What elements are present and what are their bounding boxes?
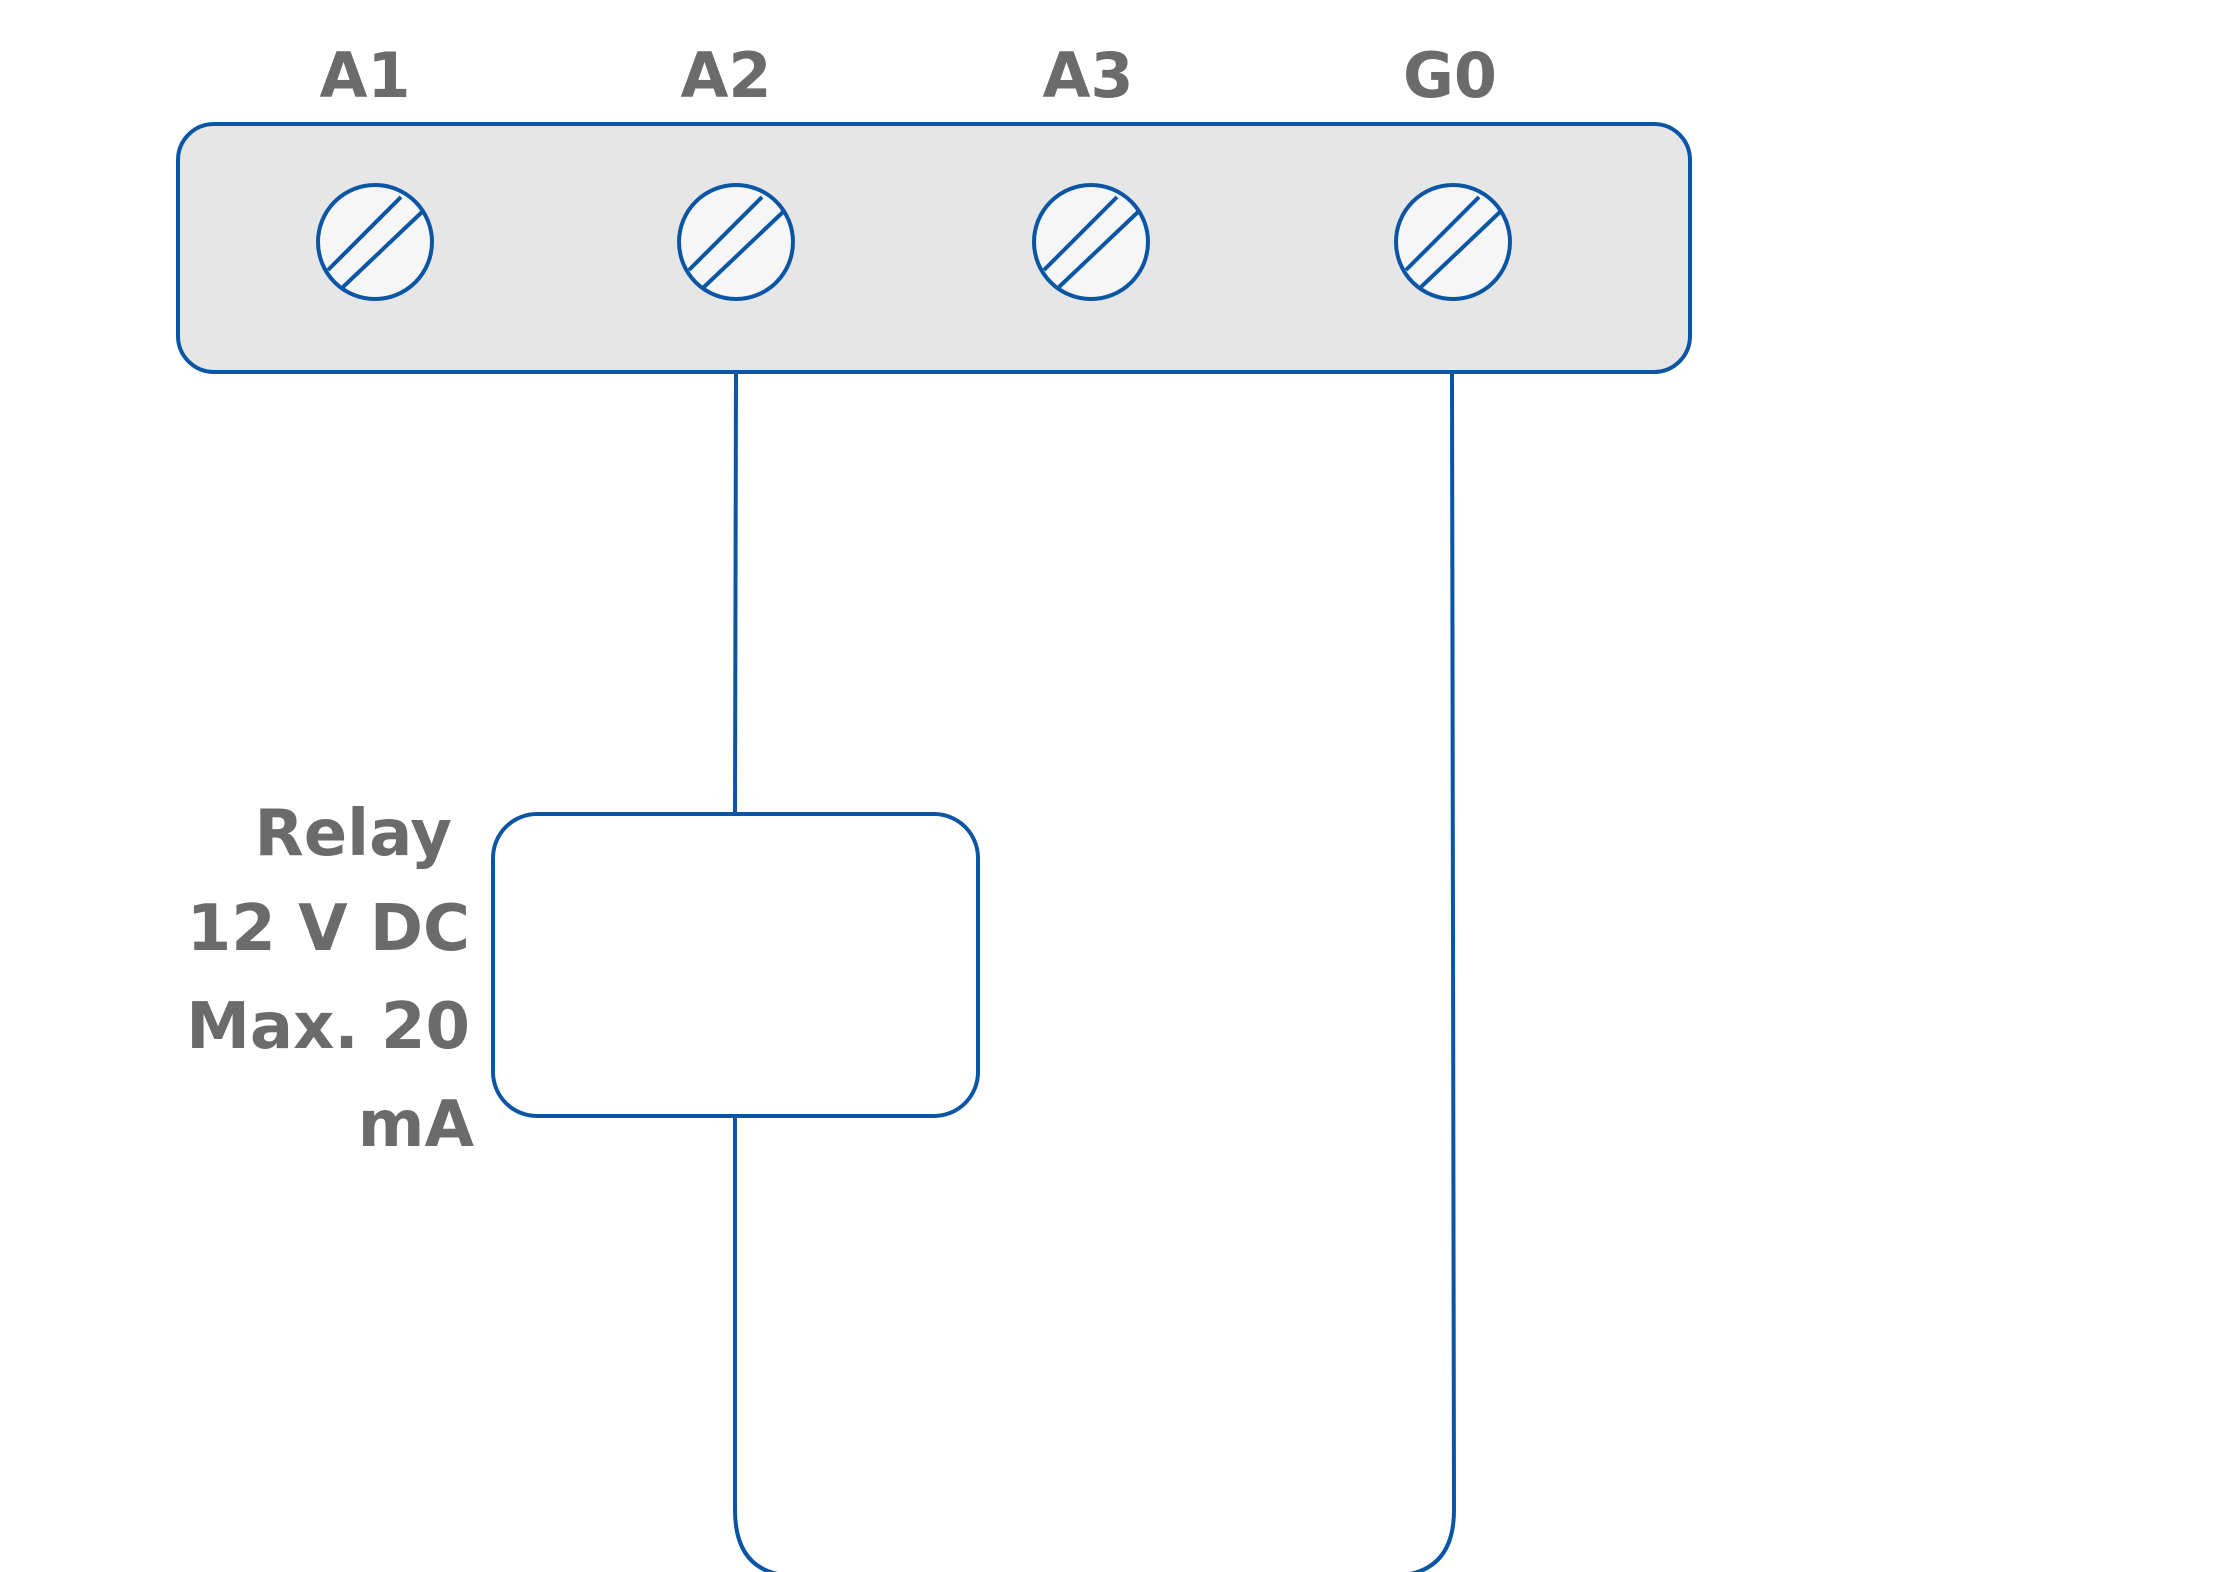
terminal-label-g0: G0 xyxy=(1403,39,1497,112)
wire-a2-to-relay xyxy=(733,371,738,815)
screw-a1-icon xyxy=(316,183,434,301)
terminal-label-a1: A1 xyxy=(319,39,410,112)
relay-label-line-1: Relay xyxy=(254,797,452,871)
relay-label-line-2: 12 V DC xyxy=(187,892,470,966)
terminal-label-a2: A2 xyxy=(680,39,771,112)
terminal-label-a3: A3 xyxy=(1042,39,1133,112)
wire-relay-to-g0 xyxy=(733,371,1457,1572)
screw-a2-icon xyxy=(677,183,795,301)
relay-label-line-4: mA xyxy=(358,1088,475,1162)
terminal-block xyxy=(176,122,1692,374)
screw-a3-icon xyxy=(1032,183,1150,301)
relay-box xyxy=(491,812,980,1118)
screw-g0-icon xyxy=(1394,183,1512,301)
relay-label-line-3: Max. 20 xyxy=(186,990,470,1064)
